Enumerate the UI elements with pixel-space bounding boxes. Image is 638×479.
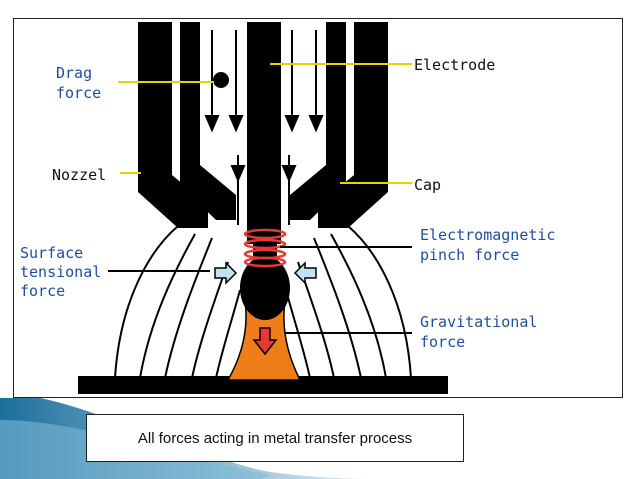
base-plate — [78, 376, 448, 394]
gas-flow-arrows — [204, 30, 324, 225]
drag-force-label-2: force — [56, 84, 101, 102]
nozzel-label: Nozzel — [52, 166, 106, 184]
em-pinch-label-2: pinch force — [420, 246, 519, 264]
leader-lines-black — [108, 246, 412, 334]
electrode — [247, 22, 281, 244]
drag-particle — [213, 72, 229, 88]
arc-lines-left — [114, 225, 241, 379]
gravitational-label-2: force — [420, 333, 465, 351]
surface-tension-arrow-left — [214, 261, 238, 285]
surface-tension-arrow-right — [293, 261, 317, 285]
nozzle-left — [138, 22, 208, 228]
surface-tension-label-2: tensional — [20, 263, 101, 281]
drag-force-label-1: Drag — [56, 64, 92, 82]
caption-box: All forces acting in metal transfer proc… — [86, 414, 464, 462]
gravity-arrow — [252, 327, 278, 356]
surface-tension-label-3: force — [20, 282, 65, 300]
leader-lines — [118, 63, 412, 184]
caption-text: All forces acting in metal transfer proc… — [137, 429, 413, 447]
arc-lines-right — [285, 225, 412, 379]
cap-left — [180, 22, 236, 220]
em-pinch-label-1: Electromagnetic — [420, 226, 555, 244]
cap-right — [290, 22, 346, 220]
molten-droplet — [240, 256, 290, 320]
nozzle-right — [318, 22, 388, 228]
electrode-label: Electrode — [414, 56, 495, 74]
surface-tension-label-1: Surface — [20, 244, 83, 262]
pinch-rings — [243, 228, 287, 268]
gravitational-label-1: Gravitational — [420, 313, 537, 331]
cap-label: Cap — [414, 176, 441, 194]
